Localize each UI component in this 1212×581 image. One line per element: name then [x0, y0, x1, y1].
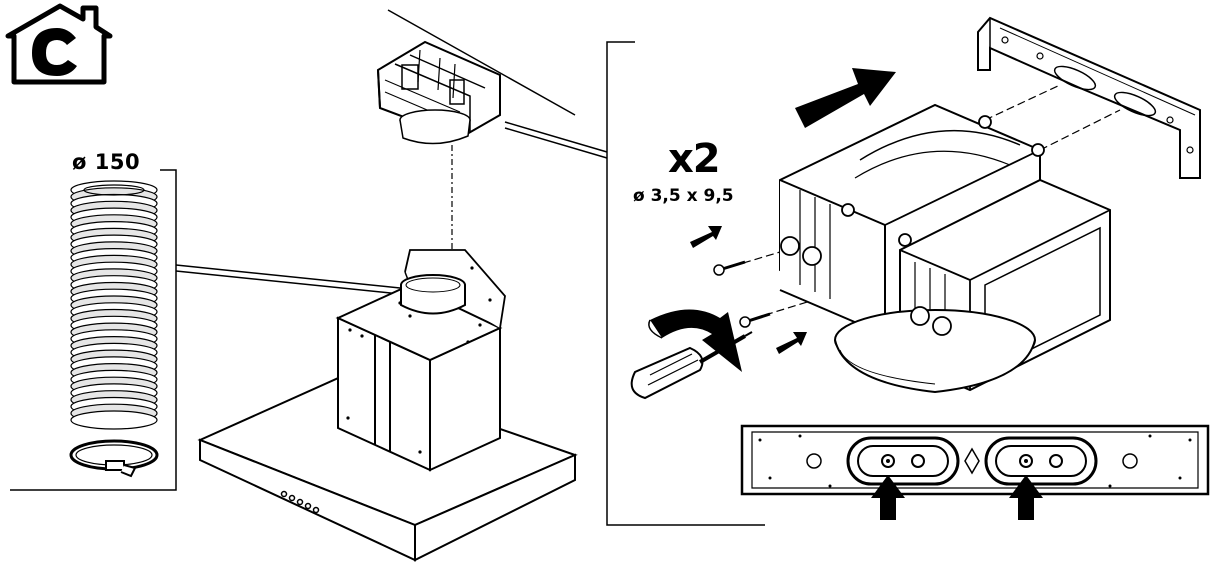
duct-diameter-label: ø 150	[72, 150, 141, 174]
top-connector	[376, 40, 501, 145]
screw-2	[739, 312, 771, 328]
arrow-right-icon	[795, 68, 896, 128]
duct-opening	[83, 184, 145, 196]
wall-bracket	[977, 16, 1201, 179]
home-c-icon	[5, 3, 113, 85]
curved-arrow-icon	[650, 309, 742, 372]
screw-quantity-label: x2	[668, 136, 721, 182]
arrow-push-icon-2	[776, 332, 807, 354]
screw-size-label: ø 3,5 x 9,5	[633, 186, 734, 206]
ceiling-line	[387, 9, 576, 116]
right-panel	[504, 41, 765, 526]
duct-ring	[70, 410, 158, 430]
arrow-up-icon	[871, 475, 905, 520]
duct-adapter	[779, 103, 1111, 394]
control-buttons	[280, 490, 320, 514]
arrow-up-icon-2	[1009, 475, 1043, 520]
flexible-duct	[70, 180, 158, 430]
left-panel	[10, 169, 401, 491]
hose-clamp	[69, 439, 159, 478]
arrow-push-icon	[690, 226, 722, 248]
rear-plate	[740, 424, 1210, 496]
screw-1	[713, 260, 746, 276]
chimney-hood	[197, 249, 578, 562]
mounting-holes	[346, 266, 492, 454]
